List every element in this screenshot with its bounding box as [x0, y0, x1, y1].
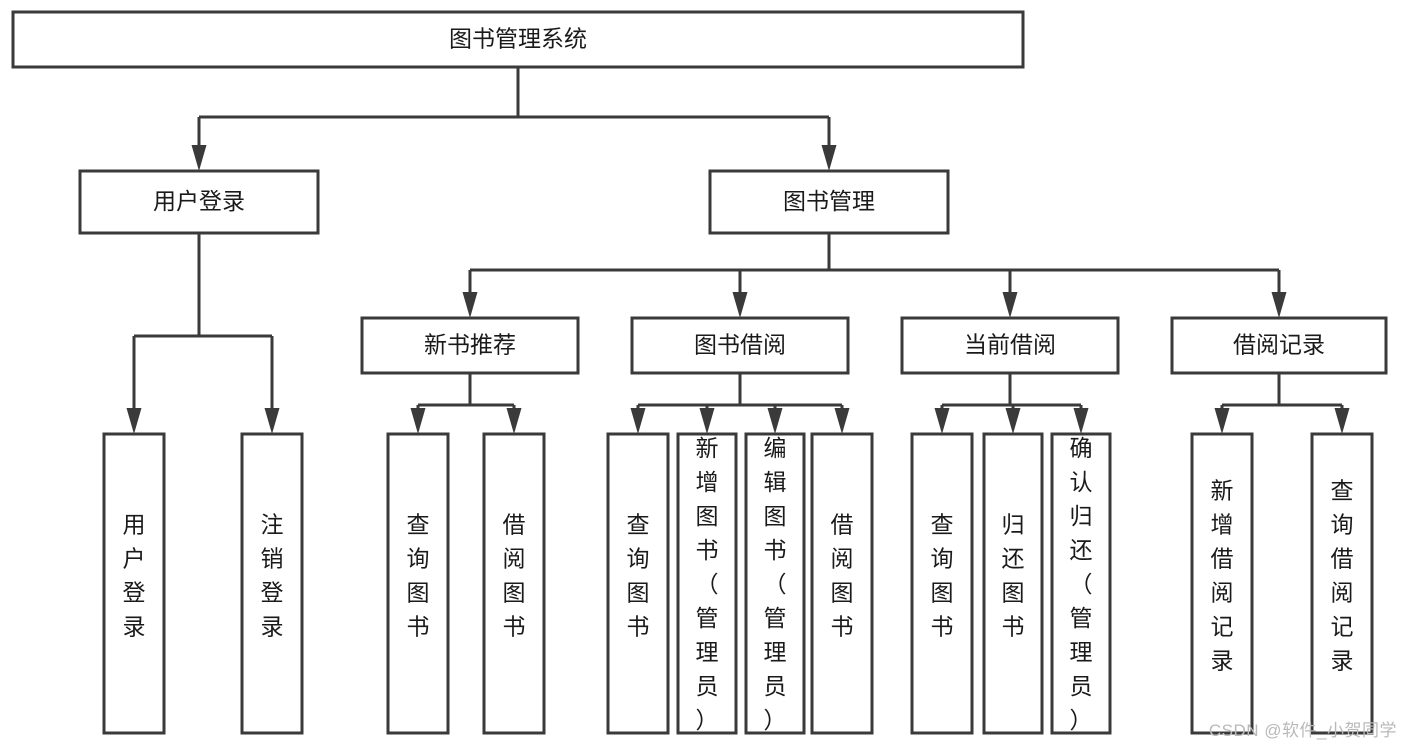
connector-borrow-record-to-leaves	[1214, 373, 1350, 434]
arrow-head-icon	[506, 408, 522, 434]
node-current-borrow[interactable]: 当前借阅	[900, 316, 1120, 375]
node-add-book-admin[interactable]: 新增图书（管理员）	[676, 432, 738, 735]
node-label-user-login: 用户登录	[153, 188, 245, 214]
node-box-query-book-2	[606, 432, 670, 735]
arrow-head-icon	[1334, 408, 1350, 434]
node-label-book-manage: 图书管理	[783, 188, 875, 214]
arrow-head-icon	[1073, 408, 1089, 434]
arrow-head-icon	[630, 408, 646, 434]
node-box-confirm-return-admin	[1050, 432, 1112, 735]
node-query-book-2[interactable]: 查询图书	[606, 432, 670, 735]
node-box-add-borrow-record	[1190, 432, 1254, 735]
node-box-user-login	[78, 169, 320, 235]
node-user-login[interactable]: 用户登录	[78, 169, 320, 235]
node-label-query-borrow-record: 查询借阅记录	[1331, 478, 1354, 674]
node-box-borrow-record	[1170, 316, 1388, 375]
arrow-head-icon	[1005, 408, 1021, 434]
node-borrow-book-1[interactable]: 借阅图书	[482, 432, 546, 735]
node-query-borrow-record[interactable]: 查询借阅记录	[1310, 432, 1374, 735]
node-label-add-borrow-record: 新增借阅记录	[1211, 478, 1234, 674]
node-book-borrow[interactable]: 图书借阅	[630, 316, 850, 375]
node-label-query-book-2: 查询图书	[627, 512, 650, 640]
arrow-head-icon	[264, 408, 280, 434]
node-label-new-book-recommend: 新书推荐	[424, 332, 516, 358]
arrow-head-icon	[462, 292, 478, 318]
node-label-user-login-leaf: 用户登录	[123, 512, 146, 640]
node-user-login-leaf[interactable]: 用户登录	[102, 432, 166, 735]
node-box-current-borrow	[900, 316, 1120, 375]
node-label-add-book-admin: 新增图书（管理员）	[696, 435, 719, 733]
node-query-book-1[interactable]: 查询图书	[386, 432, 450, 735]
node-label-book-borrow: 图书借阅	[694, 332, 786, 358]
node-borrow-record[interactable]: 借阅记录	[1170, 316, 1388, 375]
node-label-borrow-book-1: 借阅图书	[503, 512, 526, 640]
arrow-head-icon	[821, 145, 837, 171]
node-label-borrow-book-2: 借阅图书	[831, 512, 854, 640]
node-label-user-logout-leaf: 注销登录	[261, 512, 284, 640]
node-layer: 图书管理系统用户登录用户登录注销登录图书管理新书推荐查询图书借阅图书图书借阅查询…	[11, 10, 1388, 735]
node-label-confirm-return-admin: 确认归还（管理员）	[1070, 435, 1093, 733]
node-label-return-book: 归还图书	[1002, 512, 1025, 640]
node-box-user-login-leaf	[102, 432, 166, 735]
node-add-borrow-record[interactable]: 新增借阅记录	[1190, 432, 1254, 735]
node-confirm-return-admin[interactable]: 确认归还（管理员）	[1050, 432, 1112, 735]
node-box-user-logout-leaf	[240, 432, 304, 735]
arrow-head-icon	[767, 408, 783, 434]
node-box-query-borrow-record	[1310, 432, 1374, 735]
arrow-head-icon	[126, 408, 142, 434]
node-new-book-recommend[interactable]: 新书推荐	[360, 316, 580, 375]
node-box-add-book-admin	[676, 432, 738, 735]
node-box-borrow-book-2	[810, 432, 874, 735]
arrow-head-icon	[699, 408, 715, 434]
node-box-borrow-book-1	[482, 432, 546, 735]
node-return-book[interactable]: 归还图书	[982, 432, 1044, 735]
node-root[interactable]: 图书管理系统	[11, 10, 1025, 69]
node-box-return-book	[982, 432, 1044, 735]
node-box-root	[11, 10, 1025, 69]
connector-user-login-to-leaves	[126, 233, 280, 434]
node-label-current-borrow: 当前借阅	[964, 332, 1056, 358]
arrow-head-icon	[732, 292, 748, 318]
arrow-head-icon	[1271, 292, 1287, 318]
node-label-root: 图书管理系统	[449, 26, 587, 52]
node-label-query-book-1: 查询图书	[407, 512, 430, 640]
connector-new-book-recommend-to-leaves	[410, 373, 522, 434]
node-box-book-manage	[708, 169, 950, 235]
arrow-head-icon	[410, 408, 426, 434]
node-borrow-book-2[interactable]: 借阅图书	[810, 432, 874, 735]
node-label-query-book-3: 查询图书	[931, 512, 954, 640]
connector-root-to-level2	[191, 67, 837, 171]
node-edit-book-admin[interactable]: 编辑图书（管理员）	[744, 432, 806, 735]
node-query-book-3[interactable]: 查询图书	[910, 432, 974, 735]
arrow-head-icon	[1002, 292, 1018, 318]
watermark-text: CSDN @软件_小贺同学	[1208, 721, 1397, 740]
node-box-book-borrow	[630, 316, 850, 375]
connector-current-borrow-to-leaves	[934, 373, 1089, 434]
node-user-logout-leaf[interactable]: 注销登录	[240, 432, 304, 735]
connector-book-borrow-to-leaves	[630, 373, 850, 434]
node-box-query-book-3	[910, 432, 974, 735]
node-book-manage[interactable]: 图书管理	[708, 169, 950, 235]
node-box-query-book-1	[386, 432, 450, 735]
node-label-edit-book-admin: 编辑图书（管理员）	[764, 435, 787, 733]
node-box-new-book-recommend	[360, 316, 580, 375]
arrow-head-icon	[191, 145, 207, 171]
node-box-edit-book-admin	[744, 432, 806, 735]
arrow-head-icon	[834, 408, 850, 434]
connector-book-manage-to-level3	[462, 233, 1287, 318]
node-label-borrow-record: 借阅记录	[1233, 332, 1325, 358]
arrow-head-icon	[934, 408, 950, 434]
arrow-head-icon	[1214, 408, 1230, 434]
connector-layer	[126, 67, 1350, 434]
